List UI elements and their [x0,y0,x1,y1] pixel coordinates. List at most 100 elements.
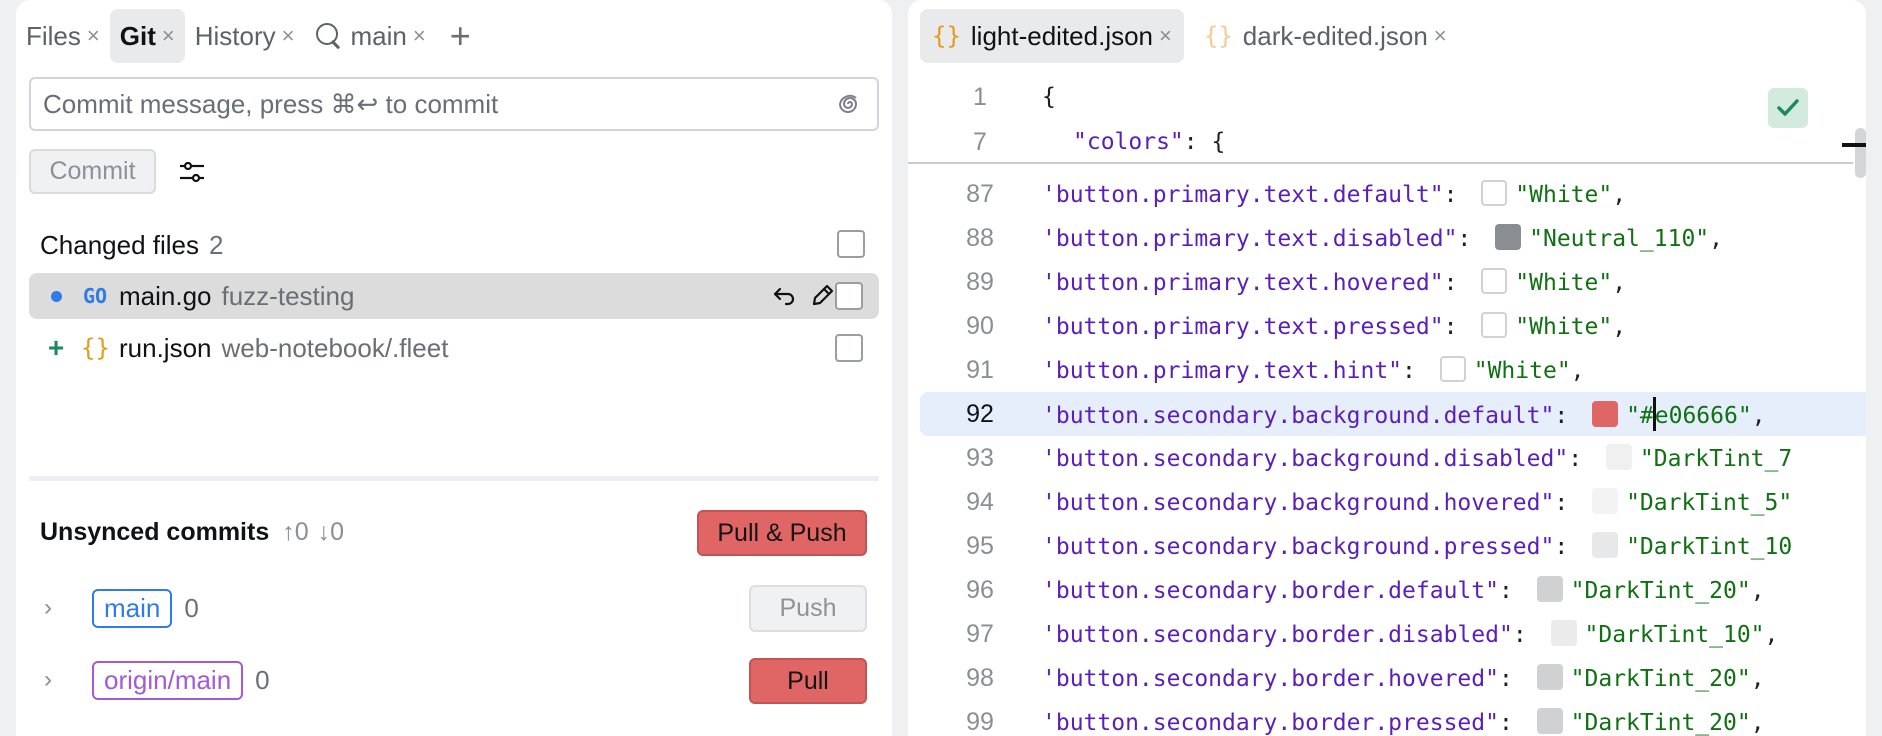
unsynced-title: Unsynced commits [40,518,270,546]
code-line[interactable]: 88'button.primary.text.disabled": "Neutr… [908,216,1866,260]
line-number: 92 [966,399,994,428]
added-plus-icon: + [47,332,65,363]
color-swatch-icon[interactable] [1536,576,1563,602]
close-icon[interactable]: × [161,23,175,48]
file-name: run.json [119,332,212,363]
string-value: e06666" [1654,403,1752,429]
comma: , [1764,622,1779,648]
color-swatch-icon[interactable] [1592,401,1619,427]
file-checkbox[interactable] [835,282,863,310]
string-value: "White" [1515,270,1613,296]
branch-commit-count: 0 [184,592,199,623]
pull-and-push-button[interactable]: Pull & Push [697,510,867,556]
string-value: "DarkTint_20" [1570,710,1751,736]
color-swatch-icon[interactable] [1481,312,1508,338]
branch-row-origin-main[interactable]: › origin/main 0 [40,660,270,700]
section-divider[interactable] [29,476,879,481]
code-line[interactable]: 98'button.secondary.border.hovered": "Da… [908,656,1866,700]
ai-spiral-icon[interactable] [835,89,865,119]
close-icon[interactable]: × [86,23,100,48]
line-number: 99 [966,707,994,736]
string-value: "Neutral_110" [1529,226,1710,252]
select-all-checkbox[interactable] [837,230,865,258]
color-swatch-icon[interactable] [1481,180,1508,206]
code-line[interactable]: 87'button.primary.text.default": "White"… [908,172,1866,216]
line-text: 'button.primary.text.hovered": "White", [1042,268,1626,296]
code-line[interactable]: 95'button.secondary.background.pressed":… [908,524,1866,568]
line-text: 'button.primary.text.hint": "White", [1042,356,1585,384]
commit-message-input[interactable] [43,88,835,120]
line-text: 'button.secondary.border.hovered": "Dark… [1042,664,1765,692]
code-line[interactable]: 89'button.primary.text.hovered": "White"… [908,260,1866,304]
vertical-scrollbar-thumb[interactable] [1855,128,1866,178]
branch-commit-count: 0 [255,664,270,695]
add-tab-button[interactable]: + [449,15,471,56]
search-icon [315,22,343,50]
close-icon[interactable]: × [281,23,295,48]
close-icon[interactable]: × [412,23,426,48]
behind-count: ↓0 [317,518,344,546]
tab-light-edited-json[interactable]: {} light-edited.json × [920,9,1184,63]
code-line-current[interactable]: 92'button.secondary.background.default":… [920,392,1866,436]
colon: : [1512,622,1541,648]
line-text: 'button.primary.text.default": "White", [1042,180,1626,208]
push-button[interactable]: Push [749,585,867,632]
color-swatch-icon[interactable] [1536,664,1563,690]
json-file-icon: {} [1203,22,1233,50]
color-swatch-icon[interactable] [1536,708,1563,734]
chevron-right-icon[interactable]: › [44,666,52,693]
code-line[interactable]: 90'button.primary.text.pressed": "White"… [908,304,1866,348]
commit-message-field[interactable] [29,77,879,131]
string-value: "DarkTint_20" [1570,666,1751,692]
color-swatch-icon[interactable] [1550,620,1577,646]
rollback-icon[interactable] [771,281,799,309]
file-row-main-go[interactable]: GO main.go fuzz-testing [29,273,879,319]
close-icon[interactable]: × [1433,23,1447,48]
tab-git[interactable]: Git × [109,9,185,63]
commit-button[interactable]: Commit [29,149,156,194]
code-line[interactable]: 94'button.secondary.background.hovered":… [908,480,1866,524]
go-file-icon: GO [83,284,108,308]
close-icon[interactable]: × [1159,23,1172,48]
unsynced-commits-header: Unsynced commits ↑0 ↓0 [40,518,344,547]
file-row-run-json[interactable]: + {} run.json web-notebook/.fleet [29,325,879,371]
chevron-right-icon[interactable]: › [44,594,52,621]
color-swatch-icon[interactable] [1592,532,1619,558]
code-line[interactable]: 97'button.secondary.border.disabled": "D… [908,612,1866,656]
branch-row-main[interactable]: › main 0 [40,588,199,628]
modified-dot-icon [50,290,62,302]
color-swatch-icon[interactable] [1605,444,1632,470]
comma: , [1612,182,1627,208]
commit-options-icon[interactable] [176,156,208,188]
colon: : [1554,490,1583,516]
colon: : [1402,358,1430,384]
color-swatch-icon[interactable] [1495,224,1522,250]
code-line[interactable]: 96'button.secondary.border.default": "Da… [908,568,1866,612]
tab-label: Git [119,20,156,51]
pull-button[interactable]: Pull [749,658,867,704]
changed-files-title: Changed files [40,230,199,260]
tab-history[interactable]: History × [185,9,305,63]
json-key: 'button.secondary.background.hovered" [1042,490,1555,516]
code-line[interactable]: 99'button.secondary.border.pressed": "Da… [908,700,1866,736]
code-line[interactable]: 91'button.primary.text.hint": "White", [908,348,1866,392]
json-key: 'button.secondary.border.default" [1042,578,1499,604]
tab-files[interactable]: Files × [16,9,110,63]
tab-dark-edited-json[interactable]: {} dark-edited.json × [1192,9,1459,63]
line-text: "colors": { [1073,129,1226,155]
tab-search-main[interactable]: main × [305,9,436,63]
edit-pencil-icon[interactable] [809,281,837,309]
check-icon[interactable] [1768,88,1808,128]
color-swatch-icon[interactable] [1439,356,1466,382]
comma: , [1750,666,1765,692]
colon: : [1498,666,1527,692]
json-key: 'button.primary.text.disabled" [1042,226,1458,252]
line-text: 'button.primary.text.disabled": "Neutral… [1042,224,1723,252]
file-checkbox[interactable] [835,334,863,362]
color-swatch-icon[interactable] [1481,268,1508,294]
git-panel: Files × Git × History × main × + Commit … [16,0,892,736]
color-swatch-icon[interactable] [1592,488,1619,514]
code-line[interactable]: 93'button.secondary.background.disabled"… [908,436,1866,480]
line-text: 'button.secondary.border.default": "Dark… [1042,576,1765,604]
